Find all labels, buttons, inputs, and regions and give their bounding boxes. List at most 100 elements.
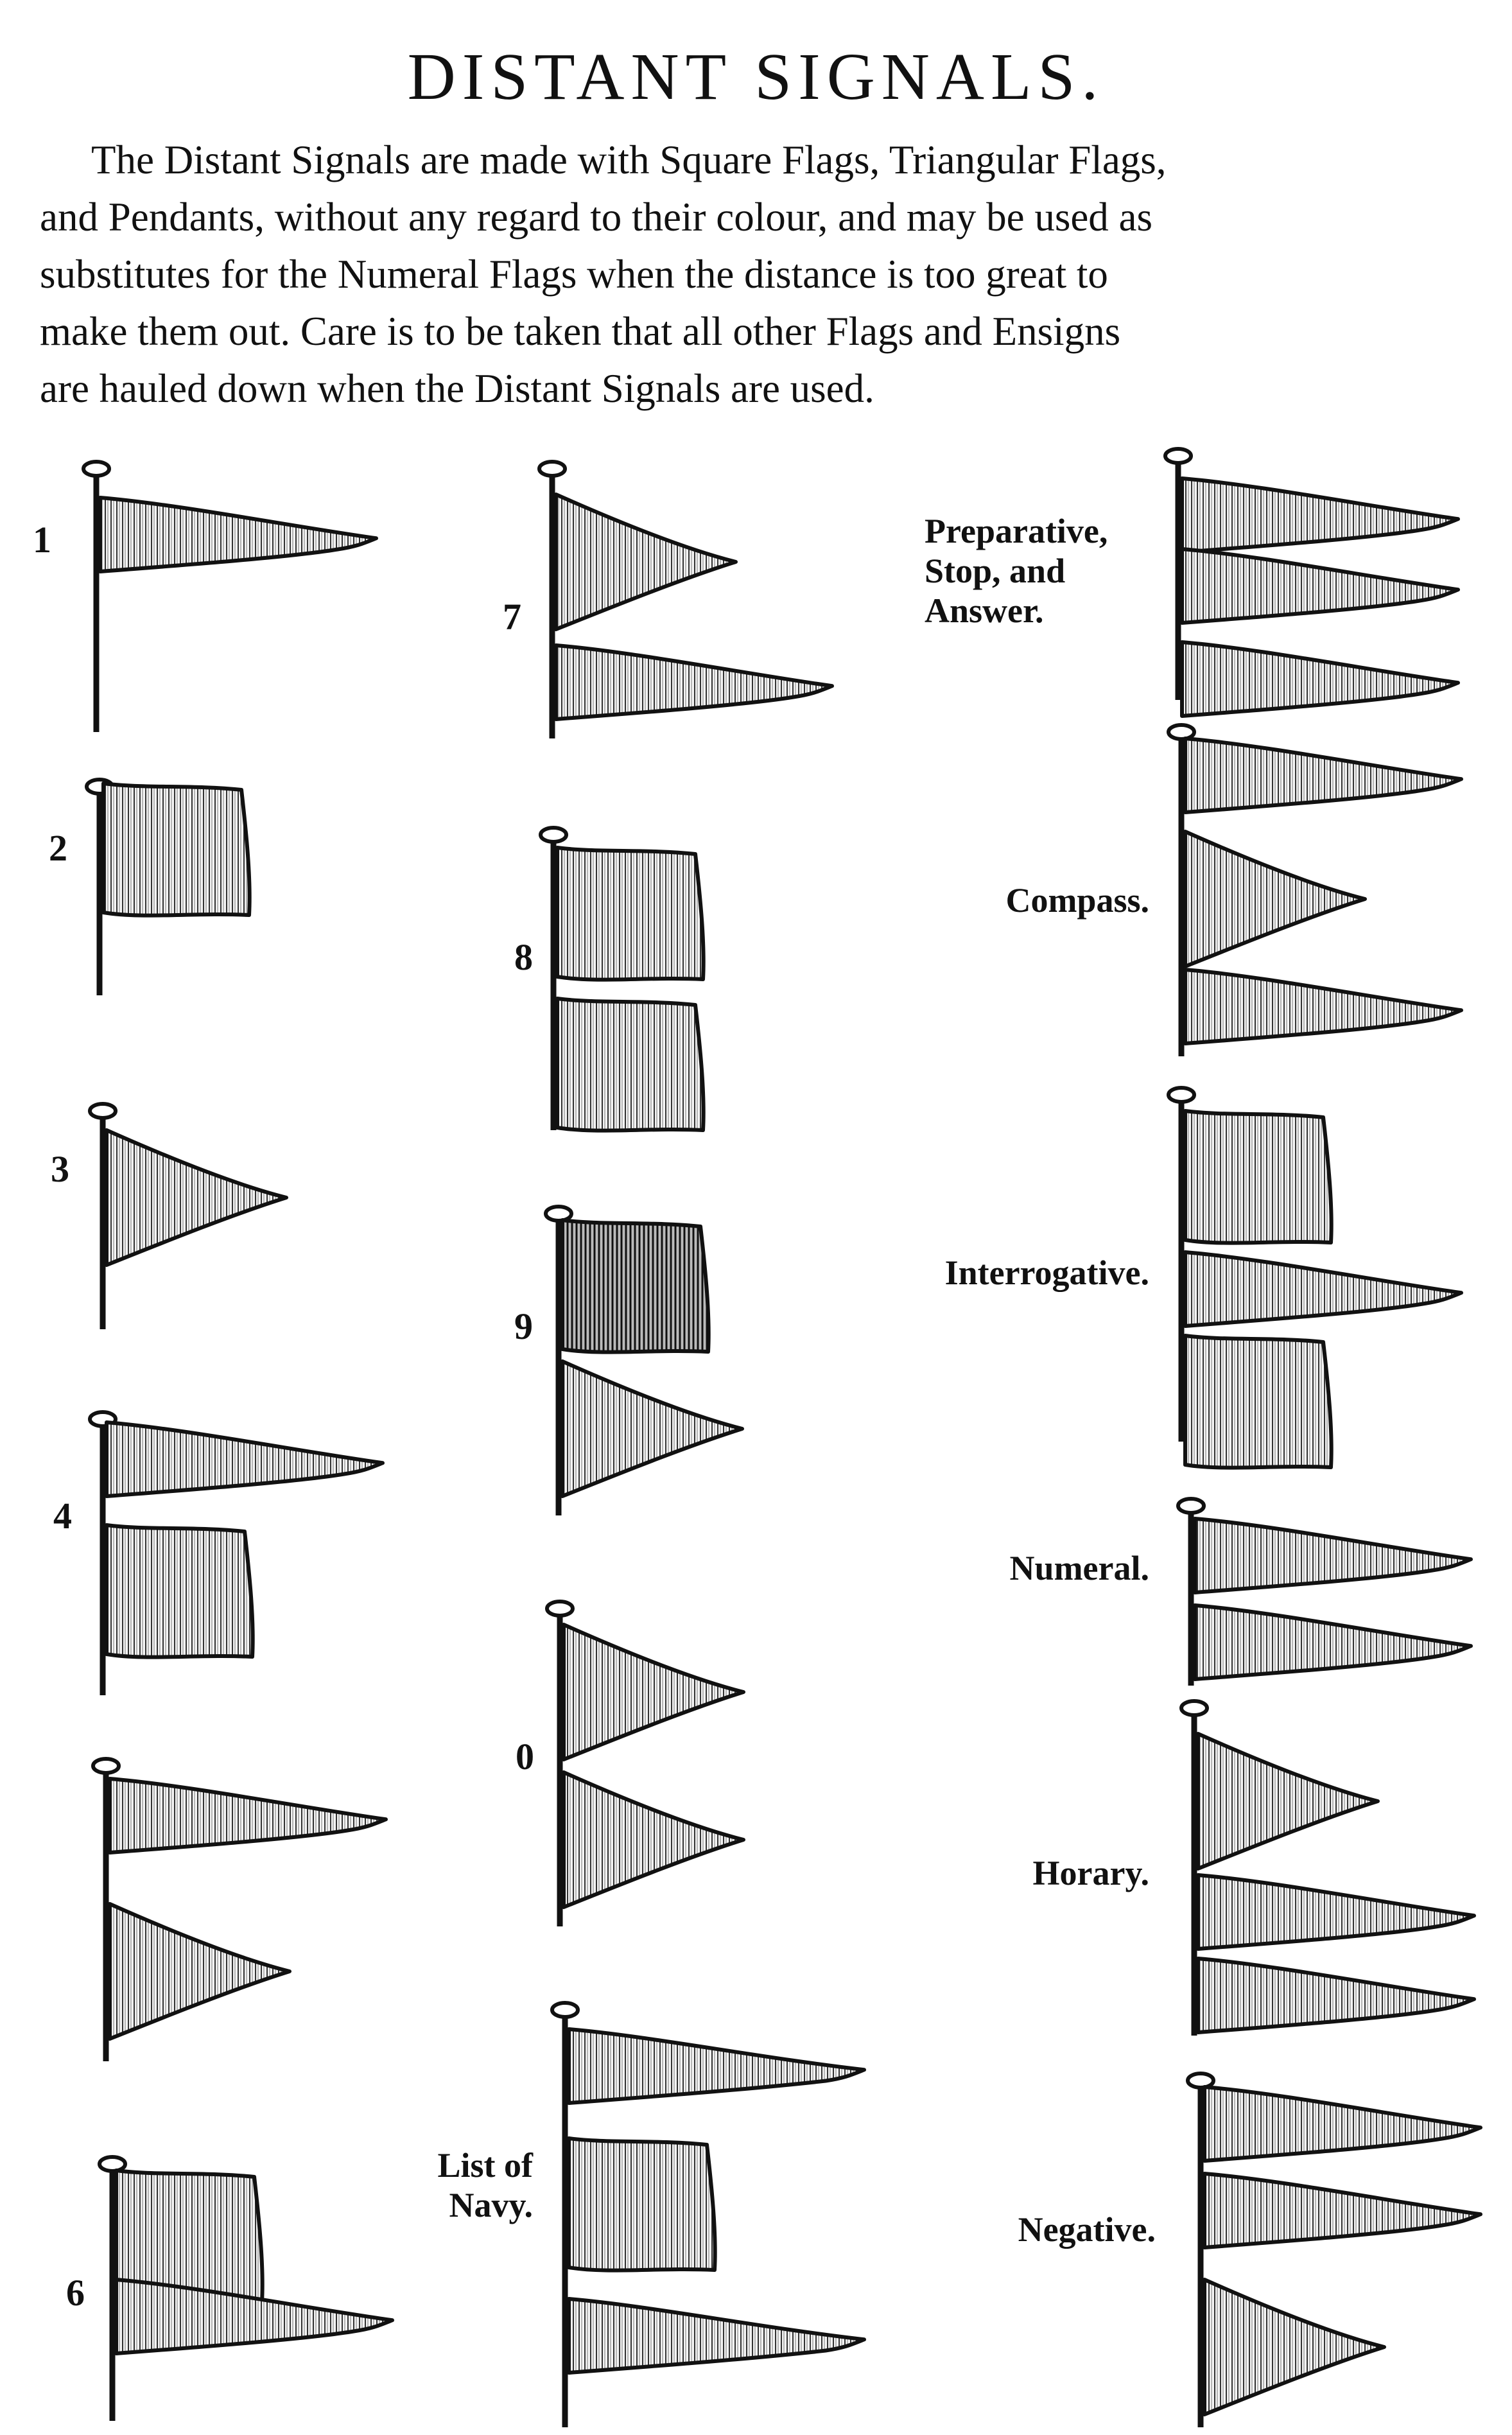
signal-group: 8 (514, 826, 706, 1133)
intro-line: are hauled down when the Distant Signals… (40, 366, 874, 411)
signal-group: 6 (66, 2155, 394, 2421)
pendant-flag (1180, 640, 1460, 718)
mast-cap (537, 460, 567, 478)
signal-group: Interrogative. (945, 1086, 1463, 1470)
pendant-flag (114, 2278, 394, 2355)
square-flag (567, 2136, 717, 2273)
triangle-flag (105, 1128, 288, 1267)
signal-label-line: 1 (33, 519, 51, 561)
square-flag (555, 997, 706, 1133)
pendant-flag (567, 2297, 866, 2375)
pendant-flag (1196, 1957, 1476, 2034)
triangle-flag (1203, 2278, 1386, 2416)
pendant-flag (1183, 968, 1463, 1045)
square-flag (101, 781, 252, 918)
pendant-flag (554, 643, 834, 721)
signal-label-line: Numeral. (1010, 1549, 1149, 1587)
mast-cap (82, 460, 111, 478)
mast-cap (1167, 723, 1196, 741)
signal-label: Horary. (1033, 1854, 1149, 1892)
mast-cap (1186, 2072, 1215, 2090)
mast-cap (91, 1757, 121, 1775)
signal-label-line: Navy. (449, 2186, 533, 2224)
signal-label-line: Horary. (1033, 1854, 1149, 1892)
signal-label-line: Compass. (1005, 881, 1149, 920)
intro-line: substitutes for the Numeral Flags when t… (40, 252, 1108, 297)
square-flag (1183, 1334, 1334, 1470)
signal-label-line: 2 (49, 827, 67, 869)
square-flag (1183, 1109, 1334, 1245)
signal-label-line: Stop, and (925, 552, 1065, 590)
triangle-flag (562, 1623, 745, 1761)
pendant-flag (1193, 1603, 1473, 1681)
signal-label-line: 8 (514, 936, 533, 978)
triangle-flag (562, 1770, 745, 1909)
signal-label-line: Answer. (925, 591, 1044, 630)
signal-label-line: Preparative, (925, 512, 1108, 550)
pendant-flag (105, 1420, 385, 1498)
signal-group: 9 (514, 1205, 744, 1515)
signal-group: Compass. (1005, 723, 1463, 1056)
pendant-flag (108, 1777, 388, 1855)
signal-label: 7 (503, 596, 521, 638)
mast-cap (1176, 1497, 1206, 1515)
signal-label-line: 3 (51, 1148, 69, 1190)
signal-group: 3 (51, 1102, 288, 1329)
signal-group: Numeral. (1010, 1497, 1473, 1686)
pendant-flag (1193, 1517, 1473, 1594)
signal-label: 1 (33, 519, 51, 561)
signal-label: 0 (516, 1736, 534, 1777)
triangle-flag (554, 493, 738, 631)
signal-label-line: List of (438, 2146, 534, 2185)
signal-label: 3 (51, 1148, 69, 1190)
intro-line: The Distant Signals are made with Square… (91, 137, 1167, 182)
intro-line: and Pendants, without any regard to thei… (40, 195, 1153, 240)
signal-label: 9 (514, 1305, 533, 1347)
signal-label-line: 7 (503, 596, 521, 638)
page-title: DISTANT SIGNALS. (407, 40, 1105, 114)
mast-cap (550, 2001, 580, 2019)
signal-label-line: 9 (514, 1305, 533, 1347)
signal-label: 4 (53, 1495, 72, 1537)
intro-paragraph: The Distant Signals are made with Square… (40, 132, 1472, 417)
mast-cap (1179, 1699, 1209, 1717)
signal-label-line: 6 (66, 2272, 85, 2314)
signal-label: Interrogative. (945, 1253, 1149, 1292)
pendant-flag (1180, 547, 1460, 625)
mast-cap (98, 2155, 127, 2173)
pendant-flag (1183, 737, 1463, 814)
mast-cap (539, 826, 568, 844)
square-flag (555, 846, 706, 982)
pendant-flag (1183, 1250, 1463, 1328)
signal-label-line: 0 (516, 1736, 534, 1777)
signal-label: Compass. (1005, 881, 1149, 920)
mast-cap (88, 1102, 117, 1120)
signal-group (91, 1757, 388, 2061)
triangle-flag (1183, 830, 1367, 968)
pendant-flag (1180, 476, 1460, 554)
signal-label: 8 (514, 936, 533, 978)
signal-group: 2 (49, 778, 252, 995)
signal-label: 2 (49, 827, 67, 869)
signal-label-line: Interrogative. (945, 1253, 1149, 1292)
signal-label-line: Negative. (1018, 2210, 1156, 2249)
mast-cap (1167, 1086, 1196, 1104)
signal-group: 7 (503, 460, 834, 738)
pendant-flag (567, 2027, 866, 2105)
pendant-flag (1203, 2085, 1482, 2163)
mast-cap (1163, 447, 1193, 465)
intro-line: make them out. Care is to be taken that … (40, 309, 1121, 354)
signal-group: 1 (33, 460, 378, 732)
mast-cap (545, 1600, 575, 1618)
signal-label: Numeral. (1010, 1549, 1149, 1587)
square-flag (560, 1218, 711, 1354)
pendant-flag (98, 496, 378, 573)
pendant-flag (1196, 1873, 1476, 1951)
triangle-flag (108, 1902, 291, 2041)
